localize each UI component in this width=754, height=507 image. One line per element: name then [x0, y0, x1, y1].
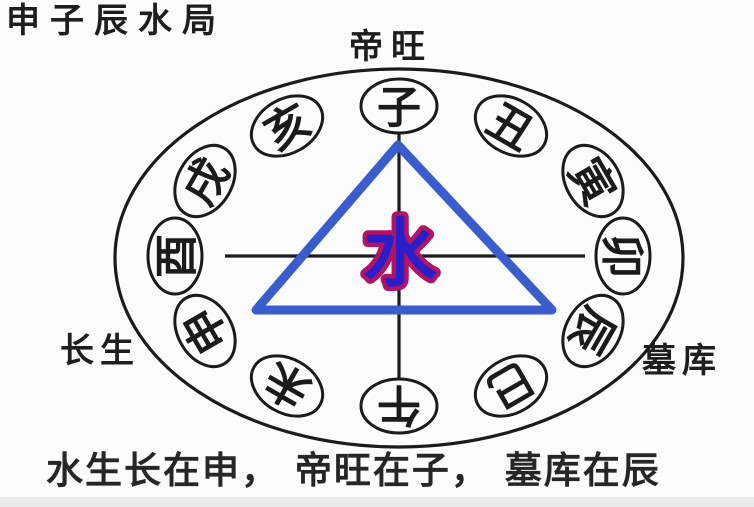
branch-label-chen: 辰: [558, 298, 624, 362]
label-diwang: 帝旺: [349, 27, 433, 67]
bottom-caption: 水生长在申， 帝旺在子， 墓库在辰: [46, 449, 661, 492]
branch-circle-shen: [173, 293, 237, 369]
branch-circle-wei: [249, 354, 325, 418]
branch-circle-zi: [359, 77, 439, 135]
center-water-character: 水: [363, 211, 438, 297]
water-trine-triangle: [251, 140, 557, 315]
branch-label-yin: 寅: [558, 150, 624, 214]
branch-label-xu: 戌: [173, 150, 239, 214]
branch-you: 酉: [146, 216, 204, 296]
branch-label-zi: 子: [377, 82, 421, 133]
branch-chen: 辰: [558, 293, 625, 369]
branch-shen: 申: [173, 293, 240, 369]
branch-circle-chen: [561, 293, 625, 369]
outer-circle: [113, 67, 685, 449]
branch-xu: 戌: [173, 143, 240, 219]
bottom-edge-strip: [0, 497, 754, 507]
branch-label-wu: 午: [377, 379, 421, 430]
branch-zi: 子: [359, 77, 439, 135]
branch-circle-yin: [561, 143, 625, 219]
branch-yin: 寅: [558, 143, 625, 219]
branch-circle-mao: [594, 216, 652, 296]
branch-circle-you: [146, 216, 204, 296]
branch-circle-xu: [173, 143, 237, 219]
branch-label-si: 巳: [478, 351, 542, 417]
branch-wei: 未: [249, 351, 325, 418]
branch-circle-hai: [249, 94, 325, 158]
branch-wu: 午: [359, 377, 439, 435]
branch-si: 巳: [473, 351, 549, 418]
branch-mao: 卯: [594, 216, 652, 296]
branch-label-wei: 未: [256, 351, 320, 417]
branch-circle-wu: [359, 377, 439, 435]
label-changsheng: 长生: [60, 331, 140, 371]
branch-label-you: 酉: [151, 234, 202, 278]
branch-circle-chou: [473, 94, 549, 158]
branch-label-chou: 丑: [478, 94, 542, 160]
branch-label-shen: 申: [173, 298, 239, 362]
label-muku: 墓库: [642, 341, 722, 381]
branch-circle-si: [473, 354, 549, 418]
branch-label-hai: 亥: [256, 94, 320, 160]
branch-label-mao: 卯: [596, 234, 647, 278]
page-title: 申子辰水局: [6, 1, 226, 41]
